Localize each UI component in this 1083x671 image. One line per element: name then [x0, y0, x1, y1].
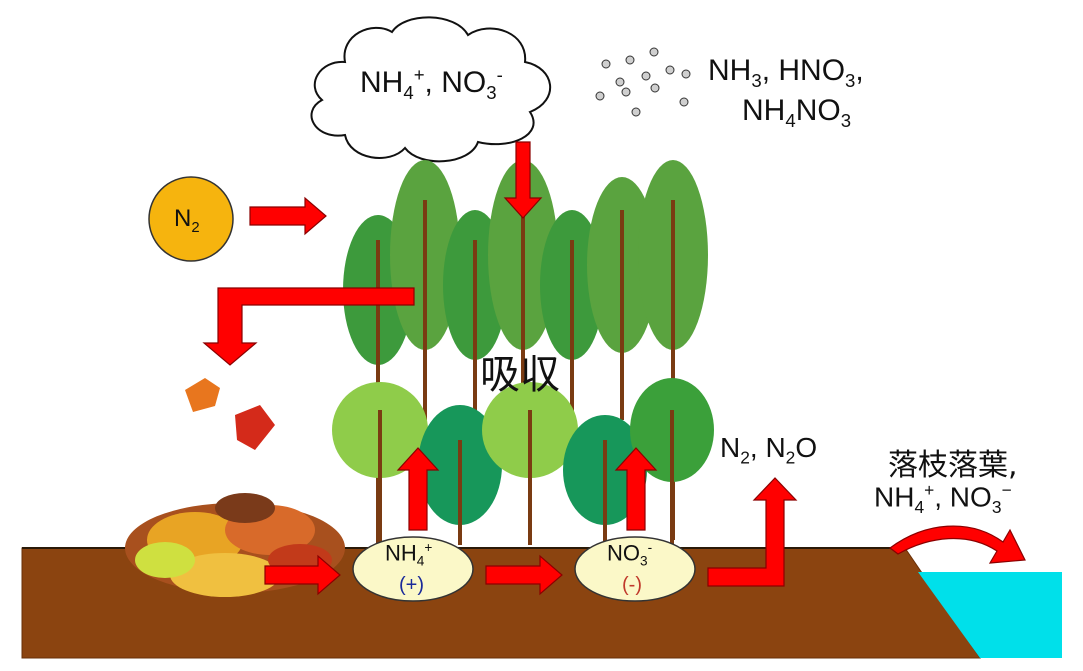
water-body — [918, 572, 1062, 658]
denitrification-arrow — [707, 477, 798, 587]
gas-particles — [595, 47, 691, 117]
nitrate-charge: (-) — [622, 574, 642, 596]
cloud — [310, 16, 551, 163]
runoff-arrow — [888, 525, 1026, 564]
forest-back — [343, 160, 708, 560]
n2-source-label: N2 — [174, 205, 200, 236]
mineralization-arrow — [264, 554, 341, 596]
gas-label-line1: NH3, HNO3, — [708, 54, 864, 91]
nitrification-arrow — [485, 554, 563, 596]
n2-fixation-arrow — [249, 196, 327, 236]
gas-label-line2: NH4NO3 — [742, 94, 852, 131]
ammonium-charge: (+) — [399, 574, 424, 596]
arrows — [202, 141, 1026, 596]
nitrate-label: NO3- — [607, 540, 653, 569]
cloud-label: NH4+, NO3- — [360, 64, 503, 103]
litterfall-arrow — [202, 287, 415, 366]
deposition-arrow — [503, 141, 543, 219]
runoff-label-line2: NH4+, NO3− — [874, 480, 1012, 517]
ammonium-uptake-arrow — [396, 447, 440, 531]
denitrification-label: N2, N2O — [720, 432, 818, 468]
nitrate-uptake-arrow — [614, 447, 658, 531]
ammonium-label: NH4+ — [385, 540, 433, 569]
n2-source-circle — [148, 176, 234, 262]
forest-front — [332, 378, 714, 545]
absorption-label: 吸収 — [480, 352, 560, 398]
ammonium-pool — [352, 536, 474, 602]
runoff-label-line1: 落枝落葉, — [888, 448, 1018, 483]
nitrate-pool — [574, 536, 696, 602]
falling-leaves — [185, 378, 275, 450]
